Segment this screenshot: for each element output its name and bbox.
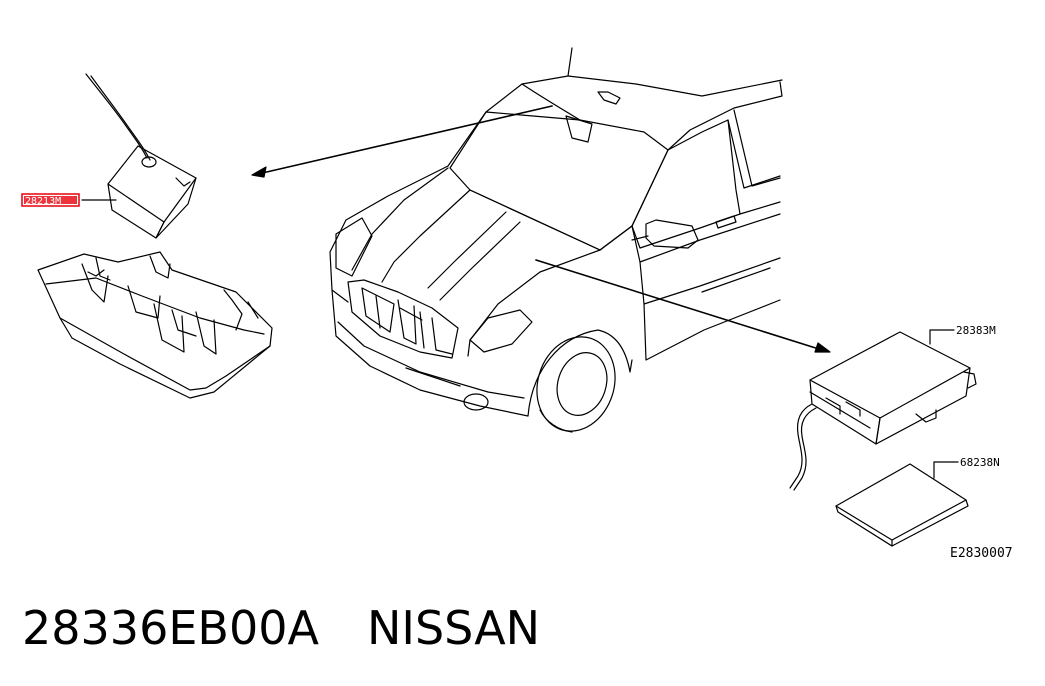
hl-part-highlight-fill <box>24 196 77 204</box>
part-number: 28336EB00A <box>22 601 319 655</box>
receiver-module-drawing <box>789 331 977 491</box>
vehicle-drawing <box>329 47 783 433</box>
pad-label: 68238N <box>960 456 1000 469</box>
brand-name: NISSAN <box>366 601 541 655</box>
hl-part-label: 28213M <box>25 196 61 207</box>
part-caption: 28336EB00A NISSAN <box>22 598 540 658</box>
pointer-arrows <box>251 105 831 353</box>
pad-leader-line <box>933 461 959 479</box>
box-module-label: 28383M <box>956 324 996 337</box>
box-module-leader-line <box>929 329 955 345</box>
diagram-ref-code: E2830007 <box>950 546 1013 561</box>
hl-part-highlight-box <box>21 193 80 207</box>
pad-drawing <box>835 463 969 547</box>
antenna-unit-drawing <box>85 73 197 239</box>
mounting-bracket-drawing <box>37 251 273 399</box>
